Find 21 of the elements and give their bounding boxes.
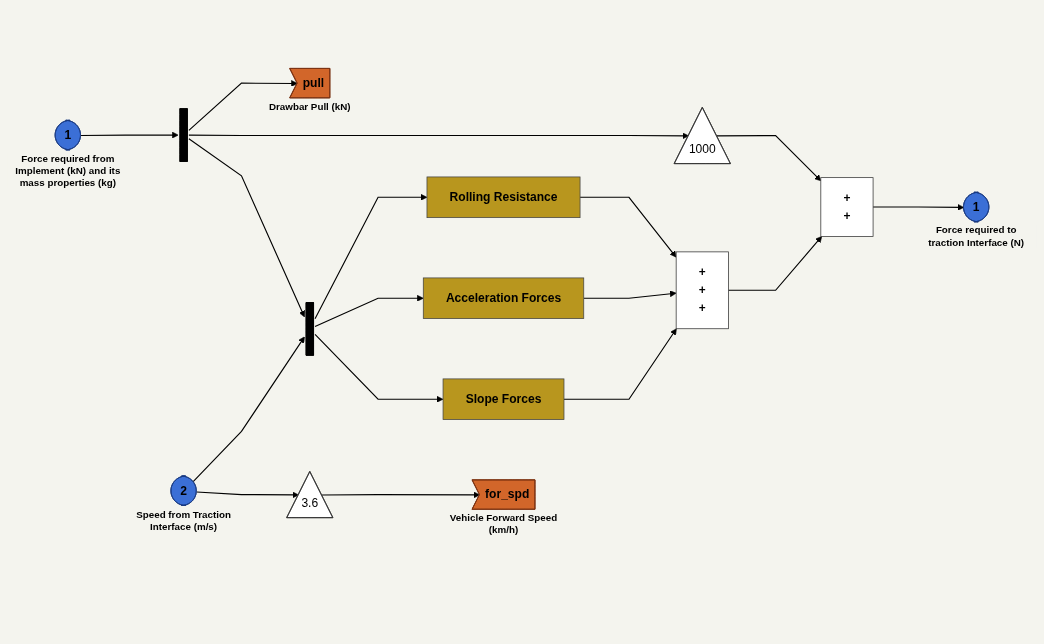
port-caption: Drawbar Pull (kN) bbox=[267, 100, 353, 113]
arrow bbox=[579, 196, 677, 258]
arrow bbox=[188, 80, 298, 131]
node-box: + + + bbox=[675, 251, 729, 330]
arrow bbox=[727, 236, 823, 291]
arrow bbox=[80, 131, 179, 139]
node-box: Acceleration Forces bbox=[422, 277, 585, 319]
arrow bbox=[563, 328, 677, 400]
arrow bbox=[192, 336, 305, 483]
arrow bbox=[583, 290, 677, 299]
arrow bbox=[196, 491, 299, 499]
arrow bbox=[314, 333, 444, 403]
arrow bbox=[188, 138, 306, 318]
node-box: Slope Forces bbox=[442, 378, 565, 420]
arrow bbox=[314, 193, 428, 320]
arrow bbox=[872, 204, 965, 211]
arrow bbox=[188, 132, 689, 140]
node-box: Rolling Resistance bbox=[426, 176, 581, 218]
node-box: + + bbox=[820, 177, 874, 237]
arrow bbox=[716, 134, 822, 182]
arrow bbox=[314, 294, 424, 328]
